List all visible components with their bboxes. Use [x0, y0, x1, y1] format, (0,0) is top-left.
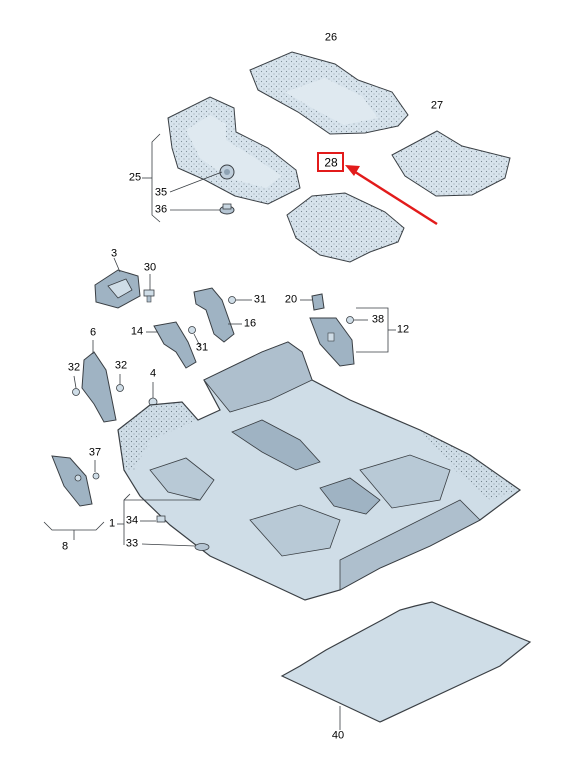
callout-40: 40 — [331, 729, 345, 742]
callout-31-top: 31 — [253, 293, 267, 306]
callout-35: 35 — [154, 186, 168, 199]
floor-mat-27 — [391, 130, 511, 197]
floor-mat-28 — [286, 192, 405, 263]
callout-26: 26 — [324, 31, 338, 44]
trim-12-group — [300, 293, 396, 367]
callout-14: 14 — [130, 325, 144, 338]
clip-33 — [141, 543, 210, 551]
trim-14 — [146, 321, 201, 369]
callout-31-bottom: 31 — [195, 341, 209, 354]
callout-30: 30 — [143, 261, 157, 274]
trunk-mat-40 — [280, 601, 532, 730]
group-bracket-25 — [142, 133, 223, 223]
callout-6: 6 — [89, 326, 97, 339]
callout-32-left: 32 — [67, 361, 81, 374]
callout-25: 25 — [128, 171, 142, 184]
trim-8 — [43, 455, 105, 540]
clip-34 — [140, 515, 166, 523]
trim-6 — [72, 340, 124, 423]
trim-16 — [193, 287, 252, 343]
callout-28: 28 — [324, 155, 338, 170]
clip-4 — [148, 382, 158, 407]
callout-8: 8 — [61, 540, 69, 553]
callout-12: 12 — [396, 323, 410, 336]
floor-mat-25 — [167, 96, 301, 205]
callout-34: 34 — [125, 514, 139, 527]
callout-28-highlight-box — [317, 152, 344, 172]
callout-3: 3 — [110, 247, 118, 260]
highlight-arrow — [345, 165, 438, 226]
bracket-3 — [94, 257, 141, 309]
callout-32-right: 32 — [114, 359, 128, 372]
floor-mat-26 — [249, 51, 409, 135]
clip-36 — [219, 203, 235, 215]
callout-1: 1 — [108, 517, 116, 530]
callout-27: 27 — [430, 99, 444, 112]
callout-20: 20 — [284, 293, 298, 306]
callout-37: 37 — [88, 446, 102, 459]
main-carpet-1 — [117, 341, 522, 601]
callout-4: 4 — [149, 367, 157, 380]
callout-38: 38 — [371, 313, 385, 326]
callout-36: 36 — [154, 203, 168, 216]
screw-30 — [143, 274, 155, 303]
callout-16: 16 — [243, 317, 257, 330]
callout-33: 33 — [125, 537, 139, 550]
